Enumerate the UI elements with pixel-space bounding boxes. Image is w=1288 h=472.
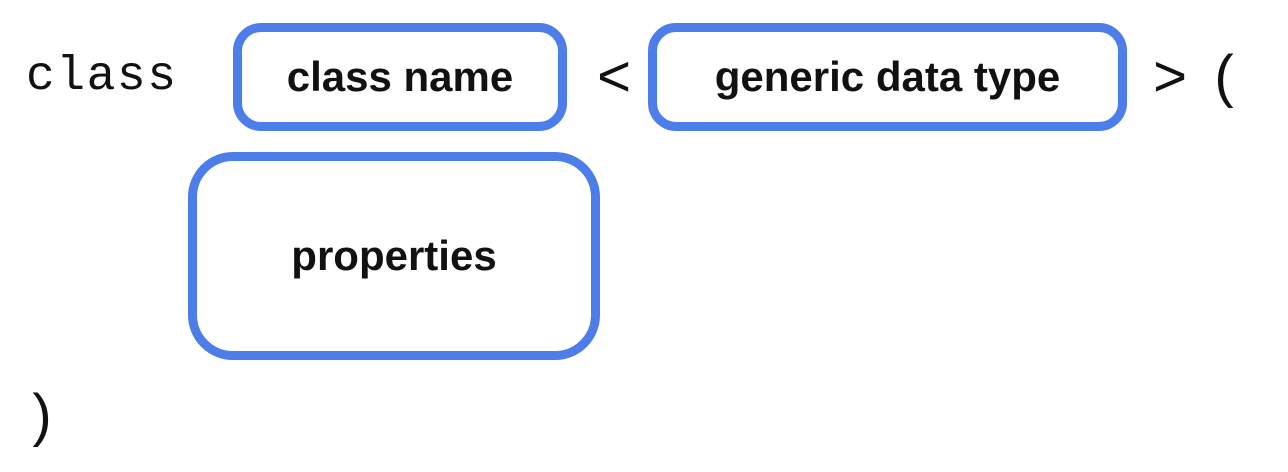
open-angle-bracket-symbol: <	[597, 44, 631, 109]
class-name-placeholder-box: class name	[233, 23, 567, 131]
properties-placeholder-box: properties	[188, 152, 600, 360]
generic-data-type-placeholder-box: generic data type	[648, 23, 1127, 131]
close-angle-bracket-symbol: >	[1153, 44, 1187, 109]
class-name-label: class name	[286, 53, 514, 100]
class-keyword: class	[26, 50, 178, 104]
generic-data-type-label: generic data type	[714, 53, 1061, 100]
properties-label: properties	[291, 232, 497, 279]
open-parenthesis-symbol: (	[1214, 44, 1234, 109]
close-parenthesis-symbol: )	[32, 383, 52, 448]
